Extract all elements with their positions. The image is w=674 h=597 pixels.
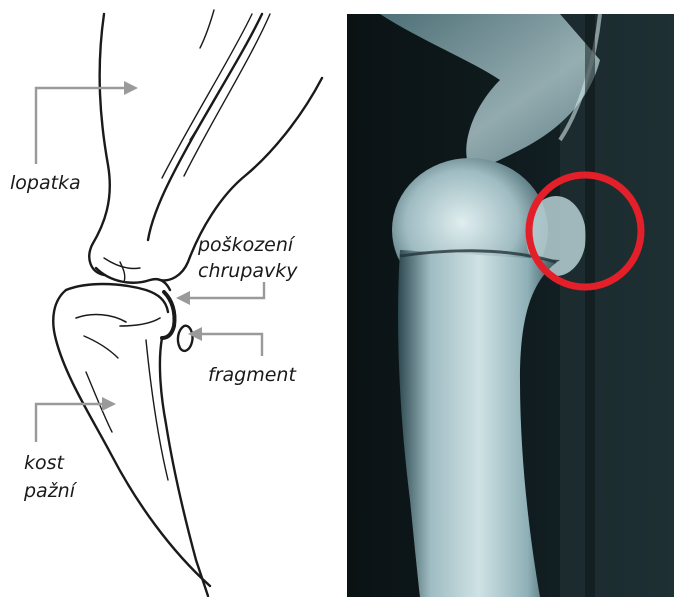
xray-humeral-shaft: [398, 250, 560, 597]
arrowhead-kost: [102, 397, 116, 411]
humerus-head-outline: [53, 290, 210, 586]
scapula-spine-line: [148, 14, 262, 240]
joint-line-drawing: [0, 0, 345, 597]
label-fragment: fragment: [208, 364, 296, 386]
leader-lopatka: [36, 88, 126, 164]
xray-humeral-head: [392, 158, 548, 302]
label-poskozeni: poškození: [198, 234, 293, 256]
scapula-outline-left: [89, 14, 109, 275]
xray-scapula: [380, 14, 600, 168]
cartilage-damage: [162, 292, 175, 338]
arrowhead-lopatka: [124, 81, 138, 95]
xray-background: [347, 14, 674, 597]
fragment-shape: [178, 326, 193, 351]
leader-fragment: [198, 334, 262, 356]
humerus-top: [66, 284, 168, 312]
label-pazni: pažní: [24, 480, 75, 502]
label-chrupavky: chrupavky: [198, 260, 298, 282]
lesion-highlight-circle: [529, 175, 641, 287]
label-lopatka: lopatka: [10, 172, 81, 194]
scapula-spine-line-2: [162, 14, 252, 178]
humerus-outline-right: [160, 338, 208, 596]
scapula-spine-line-3: [184, 14, 270, 176]
arrowhead-poskozeni: [176, 291, 190, 305]
label-kost: kost: [24, 452, 64, 474]
leader-poskozeni: [186, 282, 264, 298]
